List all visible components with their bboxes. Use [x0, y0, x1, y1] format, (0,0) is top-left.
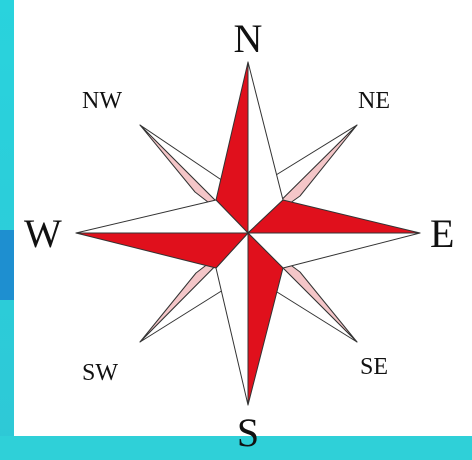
label-southeast: SE	[360, 354, 388, 380]
label-northeast: NE	[358, 88, 390, 114]
label-east: E	[430, 211, 454, 256]
label-west: W	[24, 211, 62, 256]
label-southwest: SW	[82, 360, 118, 386]
label-south: S	[237, 410, 259, 455]
label-north: N	[234, 16, 263, 61]
label-northwest: NW	[82, 88, 122, 114]
